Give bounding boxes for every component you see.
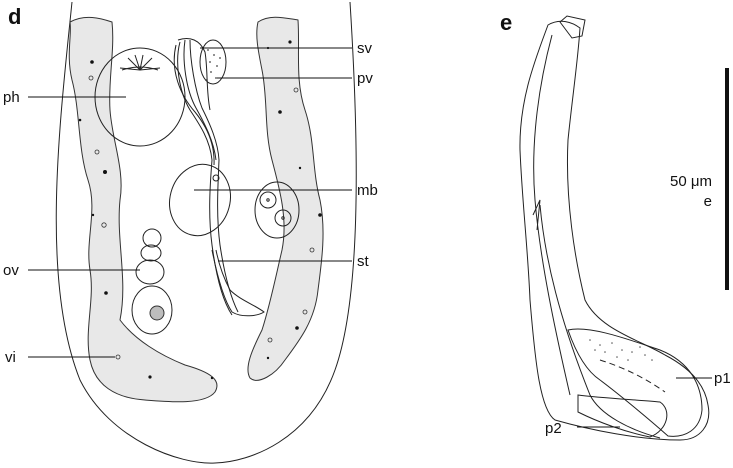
label-sv: sv — [357, 40, 373, 57]
ejaculatory-duct — [209, 159, 239, 316]
label-st: st — [357, 253, 370, 270]
stylet-head — [559, 15, 586, 39]
prostatic-vesicle-stipple — [205, 49, 221, 81]
panel-e — [519, 15, 729, 441]
oocyte-nucleus — [149, 305, 165, 321]
stylet — [211, 249, 265, 317]
pharynx-lumen-lines — [119, 54, 161, 71]
piece-p2 — [577, 394, 668, 438]
egg-cluster-right — [254, 181, 300, 239]
label-ph: ph — [3, 89, 20, 106]
piece-p1 — [567, 328, 703, 437]
label-p2: p2 — [545, 420, 562, 437]
label-p1: p1 — [714, 370, 731, 387]
male-bursa — [169, 163, 231, 237]
stylet-shaft — [519, 20, 710, 441]
panel-d — [28, 1, 357, 464]
vitelline-small-circles — [88, 75, 315, 360]
scale-bar-value: 50 μm — [670, 173, 712, 190]
piece-p1-stipple — [589, 339, 653, 361]
stylet-inner-line-2 — [539, 204, 661, 439]
stylet-inner-line-1 — [533, 34, 571, 396]
right-vitellarium — [247, 16, 324, 381]
label-vi: vi — [5, 349, 16, 366]
ovary — [131, 228, 173, 335]
panel-letter-e: e — [500, 10, 512, 35]
label-pv: pv — [357, 70, 373, 87]
label-mb: mb — [357, 182, 378, 199]
seminal-and-prostatic-vesicles — [173, 38, 227, 166]
stylet-inner-line-3 — [532, 199, 541, 231]
scale-bar-panel: e — [704, 193, 712, 210]
panel-letter-d: d — [8, 4, 21, 29]
body-outline — [55, 1, 357, 464]
label-ov: ov — [3, 262, 19, 279]
left-vitellarium — [68, 16, 218, 403]
